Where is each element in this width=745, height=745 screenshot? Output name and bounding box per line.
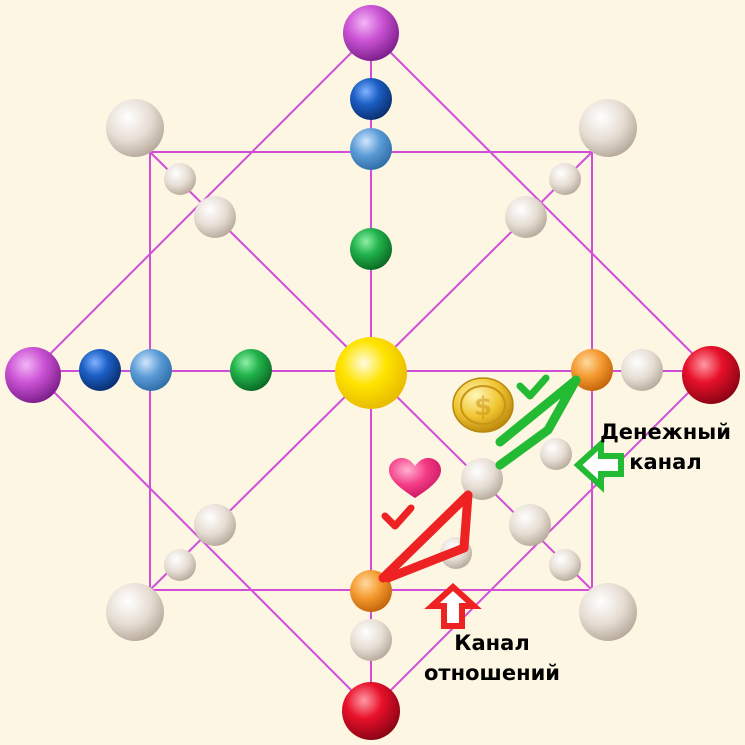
- arrow-up-icon: [424, 582, 482, 629]
- node-corner-bl: [106, 583, 164, 641]
- node-top-blue: [350, 78, 392, 120]
- node-diag-bl-small: [164, 549, 196, 581]
- relationship-channel-label: Канал отношений: [422, 628, 562, 688]
- money-channel: $: [452, 374, 624, 493]
- money-channel-line: [495, 375, 581, 470]
- node-right-orange: [571, 349, 613, 391]
- node-bottom-grey: [350, 619, 392, 661]
- node-diag-tl-small: [164, 163, 196, 195]
- node-diag-br-small: [549, 549, 581, 581]
- node-bottom-red: [342, 682, 400, 740]
- check-icon: [516, 374, 550, 400]
- money-channel-label-line2: канал: [629, 450, 702, 474]
- money-channel-label: Денежный канал: [598, 417, 733, 477]
- coin-icon: $: [452, 377, 514, 433]
- node-diag-tl: [194, 196, 236, 238]
- node-top-green: [350, 228, 392, 270]
- nodes: [5, 5, 740, 740]
- node-right-red: [682, 346, 740, 404]
- node-corner-br: [579, 583, 637, 641]
- node-top-violet: [343, 5, 399, 61]
- node-corner-tr: [579, 99, 637, 157]
- node-left-violet: [5, 347, 61, 403]
- relationship-channel-label-line1: Канал: [454, 631, 530, 655]
- relationship-channel: [378, 458, 482, 629]
- node-money-inner: [540, 438, 572, 470]
- node-diag-br: [509, 504, 551, 546]
- node-corner-tl: [106, 99, 164, 157]
- node-center-yellow: [335, 337, 407, 409]
- relationship-channel-line: [378, 490, 473, 583]
- check-icon: [381, 504, 415, 530]
- node-top-lightblue: [350, 128, 392, 170]
- svg-text:$: $: [474, 392, 492, 422]
- node-left-blue: [79, 349, 121, 391]
- node-diag-tr: [505, 196, 547, 238]
- arrow-left-icon: [573, 437, 624, 493]
- node-left-green: [230, 349, 272, 391]
- node-diag-bl: [194, 504, 236, 546]
- money-channel-label-line1: Денежный: [600, 420, 731, 444]
- heart-icon: [389, 458, 441, 498]
- node-right-grey: [621, 349, 663, 391]
- relationship-channel-label-line2: отношений: [423, 661, 561, 685]
- node-left-lightblue: [130, 349, 172, 391]
- node-channel-junction: [461, 458, 503, 500]
- node-diag-tr-small: [549, 163, 581, 195]
